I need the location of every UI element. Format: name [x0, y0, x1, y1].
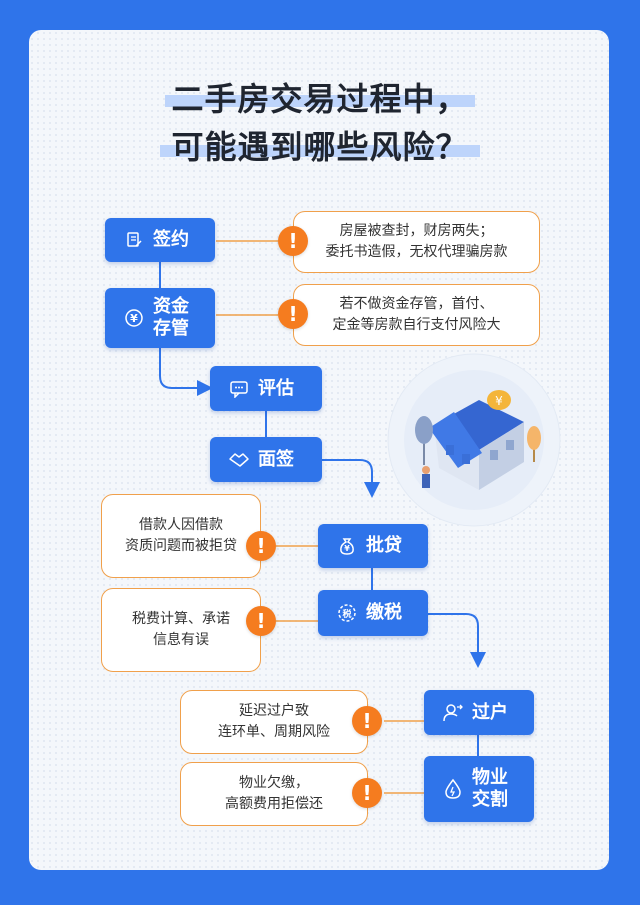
step-box-transfer[interactable]: 过户: [424, 690, 534, 735]
risk-callout-escrow: 若不做资金存管，首付、定金等房款自行支付风险大: [293, 284, 540, 346]
document-pen-icon: [123, 229, 145, 251]
risk-callout-sign: 房屋被查封，财房两失；委托书造假，无权代理骗房款: [293, 211, 540, 273]
step-box-escrow[interactable]: ¥ 资金存管: [105, 288, 215, 348]
step-box-loan-approval[interactable]: ¥ 批贷: [318, 524, 428, 568]
risk-callout-handover: 物业欠缴，高额费用拒偿还: [180, 762, 368, 826]
user-transfer-icon: [442, 702, 464, 724]
warning-icon: !: [246, 531, 276, 561]
house-illustration: ¥: [384, 350, 564, 530]
step-label: 资金存管: [153, 296, 193, 340]
warning-icon: !: [246, 606, 276, 636]
step-box-property-handover[interactable]: 物业交割: [424, 756, 534, 822]
handshake-icon: [228, 449, 250, 471]
warning-icon: !: [278, 299, 308, 329]
step-box-sign[interactable]: 签约: [105, 218, 215, 262]
warning-icon: !: [278, 226, 308, 256]
risk-callout-loan: 借款人因借款资质问题而被拒贷: [101, 494, 261, 578]
svg-text:税: 税: [342, 608, 351, 620]
warning-icon: !: [352, 778, 382, 808]
money-bag-icon: ¥: [336, 535, 358, 557]
step-box-appraisal[interactable]: 评估: [210, 366, 322, 411]
water-drop-icon: [442, 778, 464, 800]
svg-text:¥: ¥: [344, 544, 350, 553]
svg-text:¥: ¥: [495, 394, 503, 408]
step-label: 签约: [153, 229, 189, 251]
step-box-interview-sign[interactable]: 面签: [210, 437, 322, 482]
svg-text:¥: ¥: [130, 312, 138, 325]
tax-stamp-icon: 税: [336, 602, 358, 624]
chat-bubble-icon: [228, 378, 250, 400]
step-box-tax-payment[interactable]: 税 缴税: [318, 590, 428, 636]
risk-callout-tax: 税费计算、承诺信息有误: [101, 588, 261, 672]
step-label: 面签: [258, 449, 294, 471]
step-label: 过户: [472, 702, 508, 724]
step-label: 批贷: [366, 535, 402, 557]
step-label: 物业交割: [472, 767, 512, 811]
step-label: 评估: [258, 378, 294, 400]
risk-callout-transfer: 延迟过户致连环单、周期风险: [180, 690, 368, 754]
yuan-coin-icon: ¥: [123, 307, 145, 329]
step-label: 缴税: [366, 602, 402, 624]
warning-icon: !: [352, 706, 382, 736]
